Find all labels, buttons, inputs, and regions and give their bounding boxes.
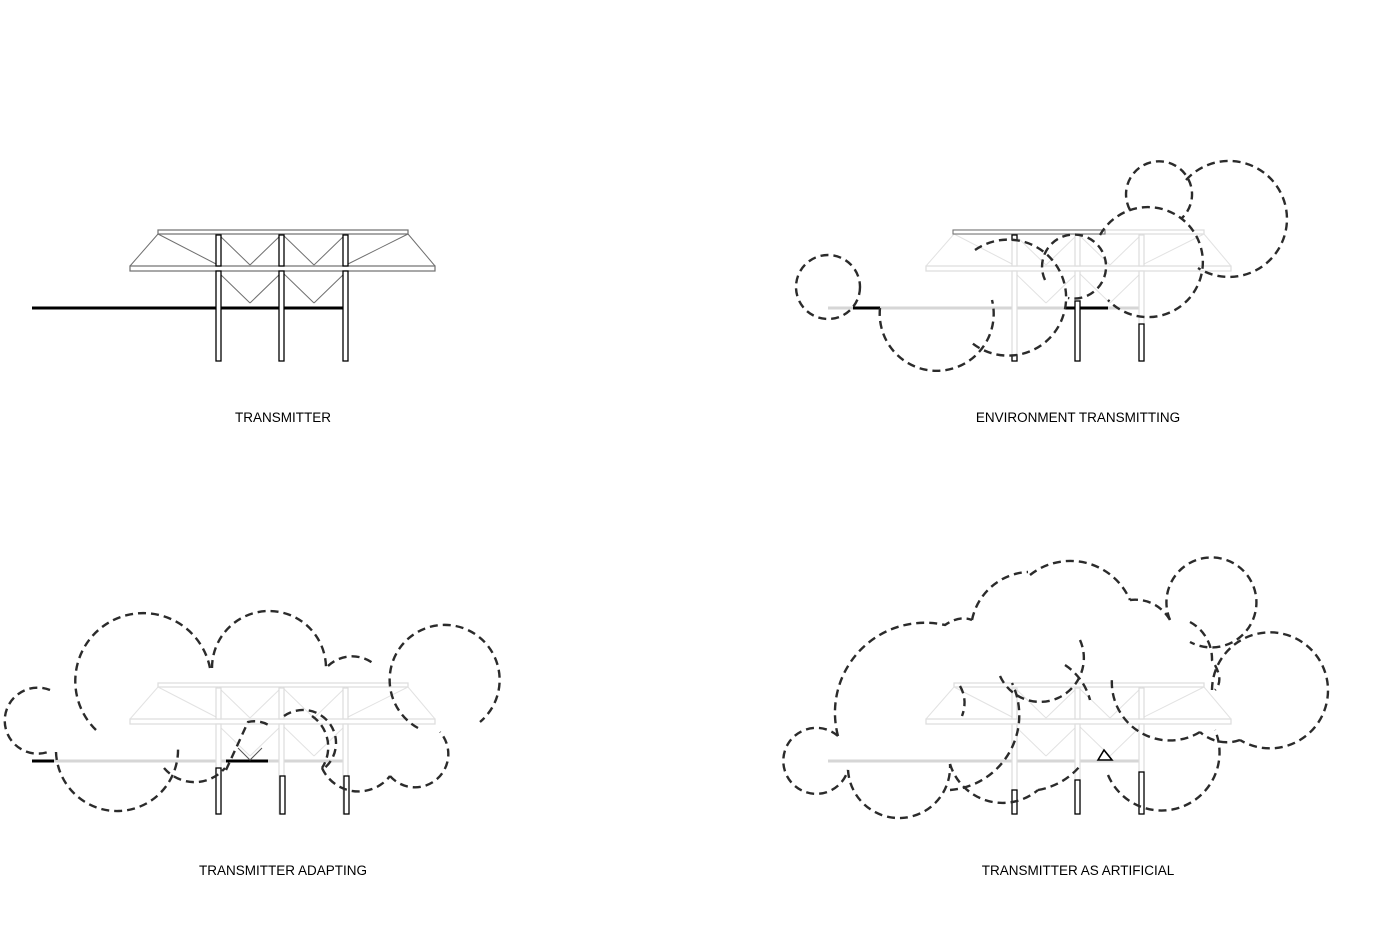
vegetation-outlines [782, 556, 1330, 820]
panel-environment-transmitting [794, 159, 1289, 372]
vegetation-outlines [3, 609, 501, 813]
visible-structure-fragments [32, 747, 350, 815]
vegetation-outlines [794, 159, 1289, 372]
panel-transmitter-as-artificial [782, 556, 1330, 820]
panel-label-transmitter-adapting: TRANSMITTER ADAPTING [198, 863, 368, 878]
panel-transmitter [30, 228, 437, 363]
transmitter-structure-faded [826, 681, 1233, 816]
panel-transmitter-adapting [3, 609, 501, 816]
transmitter-structure [30, 228, 437, 363]
panel-label-transmitter: TRANSMITTER [235, 410, 331, 425]
panel-label-transmitter-as-artificial: TRANSMITTER AS ARTIFICIAL [981, 863, 1175, 878]
visible-structure-fragments [853, 229, 1145, 362]
transmitter-structure-faded [826, 228, 1233, 363]
panel-label-environment-transmitting: ENVIRONMENT TRANSMITTING [975, 410, 1181, 425]
transmitter-structure-faded [30, 681, 437, 816]
